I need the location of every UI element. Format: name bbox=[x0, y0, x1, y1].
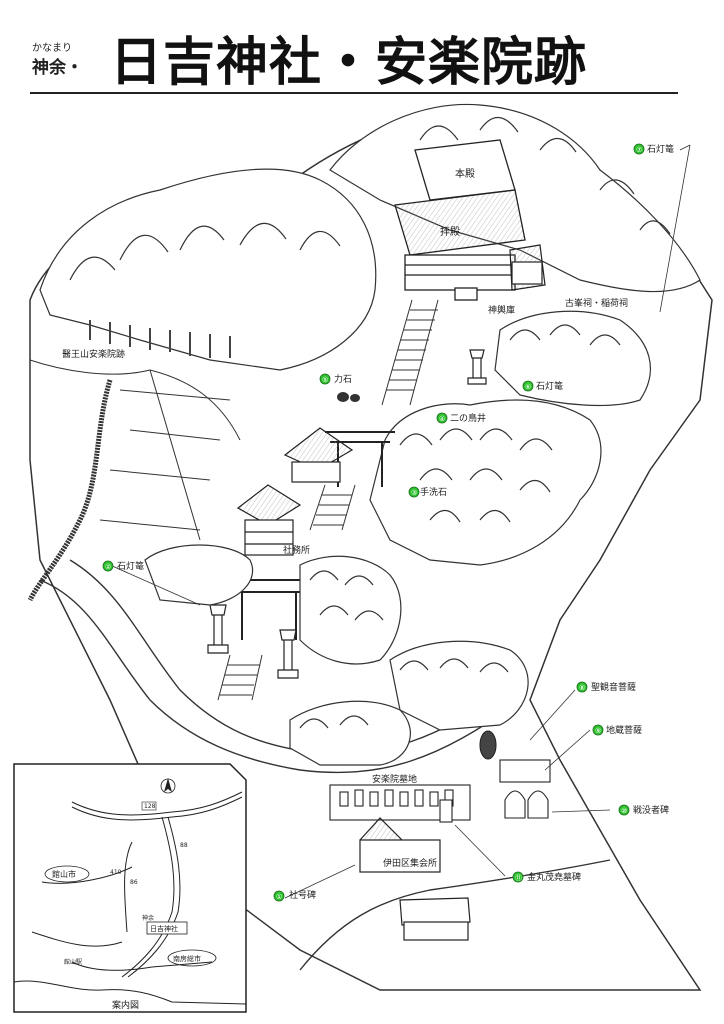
stone-lanterns bbox=[207, 349, 487, 679]
label-chikaraishi: 力石 bbox=[334, 373, 352, 385]
inset-city-left: 館山市 bbox=[52, 869, 76, 879]
marker-3: ③ bbox=[408, 486, 420, 498]
small-building-bottom bbox=[399, 897, 471, 941]
north-arrow-icon bbox=[160, 778, 176, 794]
svg-text:410: 410 bbox=[110, 869, 122, 876]
road bbox=[39, 559, 611, 971]
inset-kanamari: 神余 bbox=[142, 914, 154, 922]
svg-text:88: 88 bbox=[180, 842, 188, 849]
marker-11: ⑪ bbox=[512, 871, 524, 883]
leader-lines bbox=[109, 144, 691, 899]
chikara-stone-2 bbox=[350, 394, 360, 402]
label-shamusho: 社務所 bbox=[283, 544, 310, 556]
label-kanamaru: 金丸茂堯墓碑 bbox=[527, 871, 581, 883]
svg-text:②: ② bbox=[105, 563, 111, 571]
label-honden: 本殿 bbox=[455, 167, 475, 180]
svg-text:⑨: ⑨ bbox=[595, 727, 601, 735]
cemetery bbox=[329, 730, 551, 823]
label-kobako: 古峯祠・稲荷祠 bbox=[565, 297, 628, 309]
title-underline bbox=[30, 92, 678, 94]
forest-lower bbox=[289, 640, 529, 766]
torii-gate-first bbox=[228, 579, 308, 640]
chikara-stone-1 bbox=[337, 392, 349, 402]
marker-4: ④ bbox=[436, 412, 448, 424]
label-ninotorii: 二の鳥井 bbox=[450, 412, 486, 424]
inset-city-right-oval bbox=[167, 949, 217, 967]
inset-shrine-box bbox=[146, 921, 188, 935]
svg-text:128: 128 bbox=[144, 803, 156, 810]
label-ishidoro-7: 石灯篭 bbox=[647, 143, 674, 155]
marker-9: ⑨ bbox=[592, 724, 604, 736]
svg-text:⑪: ⑪ bbox=[515, 874, 522, 882]
svg-text:⑤: ⑤ bbox=[322, 376, 328, 384]
temizuya bbox=[283, 427, 354, 483]
svg-text:⑥: ⑥ bbox=[525, 383, 531, 391]
marker-1: ① bbox=[273, 890, 285, 902]
lower-stairs bbox=[217, 484, 356, 701]
marker-5: ⑤ bbox=[319, 373, 331, 385]
label-jizo: 地蔵菩薩 bbox=[606, 724, 642, 736]
inset-station: 館山駅 bbox=[64, 958, 82, 966]
forest-left bbox=[39, 168, 377, 371]
svg-text:86: 86 bbox=[130, 879, 138, 886]
torii-gate-second bbox=[325, 431, 395, 487]
shamusho-building bbox=[236, 484, 302, 556]
marker-2: ② bbox=[102, 560, 114, 572]
marker-7: ⑦ bbox=[633, 143, 645, 155]
svg-text:④: ④ bbox=[439, 415, 445, 423]
community-hall bbox=[359, 817, 441, 873]
svg-text:⑩: ⑩ bbox=[621, 807, 627, 815]
inset-coast bbox=[13, 980, 247, 1005]
inset-route-labels: 128 410 86 88 bbox=[110, 801, 188, 886]
label-ishidoro-2: 石灯篭 bbox=[117, 560, 144, 572]
title-reading: かなまり bbox=[32, 43, 72, 54]
title-place: 神余・ bbox=[32, 58, 83, 78]
inset-city-right: 南房総市 bbox=[173, 954, 201, 963]
stream bbox=[27, 379, 113, 602]
label-senbotsu: 戦没者碑 bbox=[633, 804, 669, 816]
label-haiden: 拝殿 bbox=[440, 225, 460, 238]
label-bochi: 安楽院墓地 bbox=[372, 773, 417, 785]
rice-fields bbox=[29, 359, 241, 541]
marker-8: ⑧ bbox=[576, 681, 588, 693]
svg-text:⑧: ⑧ bbox=[579, 684, 585, 692]
label-ioyama: 醫王山安楽院跡 bbox=[62, 348, 125, 360]
label-shukaijo: 伊田区集会所 bbox=[383, 857, 437, 869]
forest-right bbox=[369, 310, 651, 566]
svg-text:①: ① bbox=[276, 893, 282, 901]
inset-shrine-label: 日吉神社 bbox=[150, 924, 178, 933]
label-shokannon: 聖観音菩薩 bbox=[591, 681, 636, 693]
inset-roads bbox=[31, 791, 243, 978]
forest-lower-left bbox=[144, 544, 402, 665]
inset-city-left-oval bbox=[44, 865, 90, 883]
svg-text:③: ③ bbox=[411, 489, 417, 497]
label-temizuishi: 手洗石 bbox=[420, 486, 447, 498]
approach-stairs bbox=[381, 299, 439, 406]
label-shinyoko: 神輿庫 bbox=[488, 304, 515, 316]
marker-10: ⑩ bbox=[618, 804, 630, 816]
inset-frame bbox=[13, 763, 247, 1013]
inset-caption: 案内図 bbox=[112, 999, 139, 1011]
main-hall bbox=[394, 139, 526, 301]
shinyoko-building bbox=[509, 244, 546, 291]
label-ishidoro-6: 石灯篭 bbox=[536, 380, 563, 392]
inset-map: 128 410 86 88 日吉神社 神余 館山市 南房総市 館山駅 案内図 bbox=[13, 763, 247, 1013]
marker-6: ⑥ bbox=[522, 380, 534, 392]
page-title: 日吉神社・安楽院跡 bbox=[110, 33, 588, 93]
svg-text:⑦: ⑦ bbox=[636, 146, 642, 154]
label-shagohi: 社号碑 bbox=[289, 889, 316, 901]
